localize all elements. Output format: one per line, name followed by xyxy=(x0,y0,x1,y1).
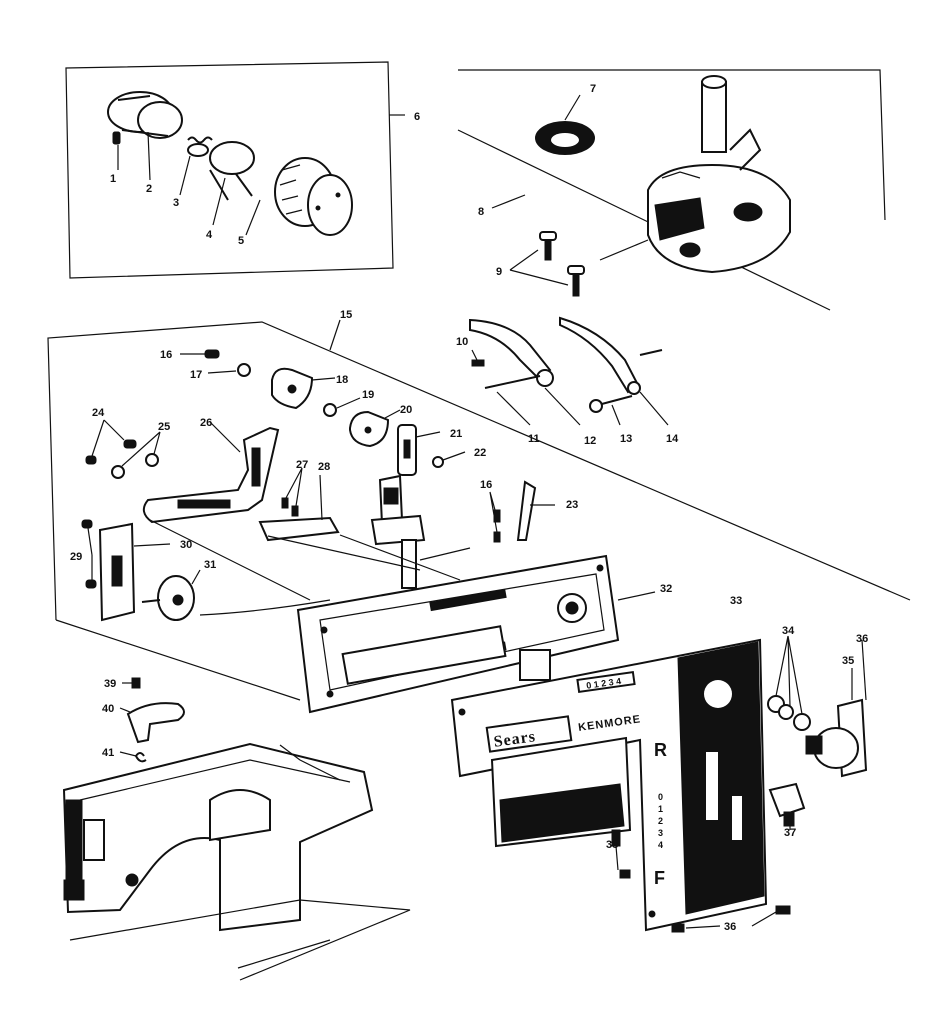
label-40: 40 xyxy=(102,703,114,715)
upper-right-assembly xyxy=(457,69,886,426)
label-16-top: 16 xyxy=(160,349,172,361)
label-4: 4 xyxy=(206,229,213,241)
length-scale-4: 4 xyxy=(658,840,663,850)
label-18: 18 xyxy=(336,374,348,386)
label-14: 14 xyxy=(666,433,679,445)
screws-38 xyxy=(611,829,791,933)
label-22: 22 xyxy=(474,447,486,459)
label-30: 30 xyxy=(180,539,192,551)
label-9: 9 xyxy=(496,266,502,278)
label-29: 29 xyxy=(70,551,82,563)
label-3: 3 xyxy=(173,197,179,209)
label-31: 31 xyxy=(204,559,216,571)
brand-badge: Sears xyxy=(493,728,537,751)
faceplate-part: Sears KENMORE 0 1 2 3 4 R F 0 1 2 3 4 xyxy=(450,638,768,932)
label-26: 26 xyxy=(200,417,212,429)
label-2: 2 xyxy=(146,183,152,195)
label-32: 32 xyxy=(660,583,672,595)
label-37: 37 xyxy=(784,827,796,839)
right-knob-parts xyxy=(767,635,868,830)
label-12: 12 xyxy=(584,435,596,447)
stitch-width-scale: 0 1 2 3 4 xyxy=(586,676,622,691)
label-5: 5 xyxy=(238,235,244,247)
cam-housing-part xyxy=(647,75,791,274)
inset-box-bobbin-winder xyxy=(65,61,405,279)
collar-part xyxy=(107,91,183,139)
label-1: 1 xyxy=(110,173,116,185)
label-41: 41 xyxy=(102,747,114,759)
knob-part xyxy=(274,157,353,236)
label-38: 38 xyxy=(606,839,618,851)
label-19: 19 xyxy=(362,389,374,401)
label-15: 15 xyxy=(340,309,352,321)
label-35: 35 xyxy=(842,655,854,667)
set-screw-part xyxy=(112,131,121,145)
throat-plate-part xyxy=(296,554,656,714)
label-39: 39 xyxy=(104,678,116,690)
spring-part xyxy=(187,136,213,157)
label-24: 24 xyxy=(92,407,105,419)
label-33: 33 xyxy=(730,595,742,607)
label-7: 7 xyxy=(590,83,596,95)
middle-small-parts xyxy=(85,349,555,589)
main-plate-outline xyxy=(47,319,911,701)
label-21: 21 xyxy=(450,428,462,440)
label-10: 10 xyxy=(456,336,468,348)
reverse-mark: R xyxy=(654,740,667,760)
label-36-bottom: 36 xyxy=(724,921,736,933)
label-8: 8 xyxy=(478,206,484,218)
lever-ring-part xyxy=(209,141,255,201)
machine-base xyxy=(62,677,411,981)
label-20: 20 xyxy=(400,404,412,416)
length-scale-2: 2 xyxy=(658,816,663,826)
label-36-top: 36 xyxy=(856,633,868,645)
alignment-lines xyxy=(149,519,471,616)
label-25: 25 xyxy=(158,421,170,433)
label-34: 34 xyxy=(782,625,795,637)
part-number-labels: 1 2 3 4 5 6 7 8 9 10 11 12 13 14 15 16 1… xyxy=(70,83,868,933)
length-scale-1: 1 xyxy=(658,804,663,814)
label-16-right: 16 xyxy=(480,479,492,491)
label-17: 17 xyxy=(190,369,202,381)
rubber-ring-part xyxy=(535,121,595,155)
label-6: 6 xyxy=(414,111,420,123)
length-scale-3: 3 xyxy=(658,828,663,838)
label-28: 28 xyxy=(318,461,330,473)
label-13: 13 xyxy=(620,433,632,445)
label-27-left: 27 xyxy=(296,459,308,471)
left-parts xyxy=(81,519,201,622)
screws-part xyxy=(539,231,585,297)
forward-mark: F xyxy=(654,868,665,888)
lever-parts xyxy=(469,316,663,413)
label-23: 23 xyxy=(566,499,578,511)
label-11: 11 xyxy=(528,433,540,445)
length-scale-0: 0 xyxy=(658,792,663,802)
